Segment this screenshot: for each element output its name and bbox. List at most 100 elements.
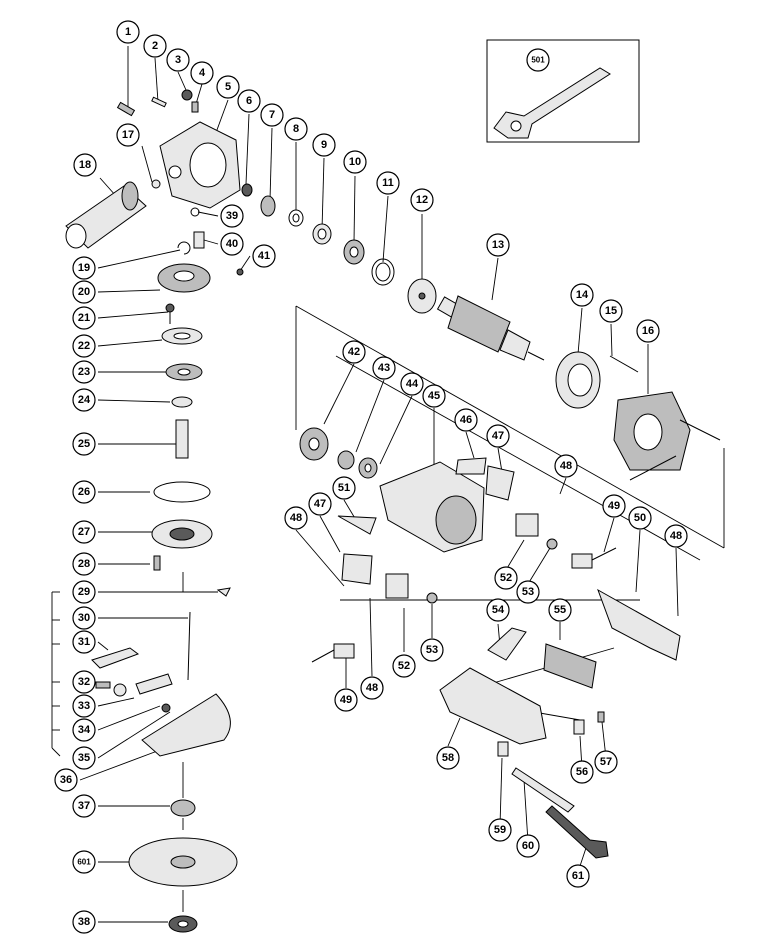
callout-c45: 45 xyxy=(422,384,446,408)
callout-label: 14 xyxy=(576,289,589,301)
callout-label: 60 xyxy=(522,840,534,852)
callout-circle xyxy=(72,794,96,818)
callout-circle xyxy=(548,598,572,622)
callout-circle xyxy=(220,204,244,228)
callout-c9: 9 xyxy=(312,133,336,157)
callout-circle xyxy=(72,552,96,576)
callout-circle xyxy=(422,384,446,408)
callout-circle xyxy=(486,598,510,622)
callout-label: 13 xyxy=(492,239,504,251)
callout-c41: 41 xyxy=(252,244,276,268)
cord-part-61 xyxy=(545,805,609,859)
callout-circle xyxy=(342,340,366,364)
callout-label: 48 xyxy=(670,530,682,542)
callout-label: 25 xyxy=(78,438,90,450)
callout-c47b: 47 xyxy=(308,492,332,516)
callout-label: 48 xyxy=(290,512,302,524)
callout-c53b: 53 xyxy=(420,638,444,662)
callout-label: 44 xyxy=(406,378,419,390)
callout-c60: 60 xyxy=(516,834,540,858)
callout-c17: 17 xyxy=(116,123,140,147)
callout-label: 58 xyxy=(442,752,454,764)
callout-label: 35 xyxy=(78,752,90,764)
callout-label: 53 xyxy=(426,644,438,656)
callout-label: 61 xyxy=(572,870,584,882)
callout-circle xyxy=(400,372,424,396)
callout-circle xyxy=(220,232,244,256)
callout-label: 47 xyxy=(314,498,326,510)
callout-circle xyxy=(570,283,594,307)
callout-c52b: 52 xyxy=(392,654,416,678)
callout-c1: 1 xyxy=(116,20,140,44)
switch-part-55 xyxy=(543,643,597,689)
callout-circle xyxy=(72,910,96,934)
callout-c601: 601 xyxy=(72,850,96,874)
callout-circle xyxy=(72,630,96,654)
lever-part-54 xyxy=(487,627,527,661)
callout-circle xyxy=(116,123,140,147)
callout-c10: 10 xyxy=(343,150,367,174)
callout-circle xyxy=(376,171,400,195)
armature-part-13 xyxy=(436,295,545,361)
cover-part-47 xyxy=(485,465,515,501)
callout-label: 18 xyxy=(79,159,91,171)
callout-label: 56 xyxy=(576,766,588,778)
callout-circle xyxy=(410,188,434,212)
callout-label: 17 xyxy=(122,129,134,141)
o-ring-part-39 xyxy=(190,207,200,217)
callout-circle xyxy=(237,89,261,113)
callout-label: 54 xyxy=(492,604,505,616)
callout-label: 12 xyxy=(416,194,428,206)
callout-c50: 50 xyxy=(628,506,652,530)
callout-circle xyxy=(372,356,396,380)
callout-label: 27 xyxy=(78,526,90,538)
spring-part-53-lower xyxy=(426,592,438,604)
callout-c19: 19 xyxy=(72,256,96,280)
callout-circle xyxy=(143,34,167,58)
callout-circle xyxy=(284,117,308,141)
callout-c18: 18 xyxy=(73,153,97,177)
nut-part-6 xyxy=(241,183,253,197)
callout-circle xyxy=(72,388,96,412)
callout-label: 24 xyxy=(78,394,91,406)
callout-c4: 4 xyxy=(190,61,214,85)
callout-c48c: 48 xyxy=(284,506,308,530)
callout-circle xyxy=(312,133,336,157)
callout-circle xyxy=(602,494,626,518)
callout-c6: 6 xyxy=(237,89,261,113)
callout-circle xyxy=(260,103,284,127)
callout-c34: 34 xyxy=(72,718,96,742)
leader-lines xyxy=(51,46,725,923)
callout-circle xyxy=(664,524,688,548)
callout-label: 37 xyxy=(78,800,90,812)
callout-circle xyxy=(392,654,416,678)
callout-label: 36 xyxy=(60,774,72,786)
callout-circle xyxy=(420,638,444,662)
callout-c53a: 53 xyxy=(516,580,540,604)
handle-cover-part-50 xyxy=(597,588,681,661)
callout-circle xyxy=(72,580,96,604)
cover-part-47-lower xyxy=(341,553,373,585)
callout-label: 11 xyxy=(382,177,394,189)
callout-label: 51 xyxy=(338,482,350,494)
callout-c36: 36 xyxy=(54,768,78,792)
cord-clip-part-56 xyxy=(573,719,585,735)
callout-label: 31 xyxy=(78,636,90,648)
callout-circle xyxy=(72,670,96,694)
callout-label: 52 xyxy=(500,572,512,584)
wheel-washer-part-37 xyxy=(170,799,196,817)
callout-label: 20 xyxy=(78,286,90,298)
callout-label: 23 xyxy=(78,366,90,378)
callout-c55: 55 xyxy=(548,598,572,622)
callout-c35: 35 xyxy=(72,746,96,770)
callout-circle xyxy=(284,506,308,530)
parts xyxy=(65,39,721,933)
screw-part-57 xyxy=(597,711,605,723)
gasket-part-26 xyxy=(153,481,211,503)
callout-circle xyxy=(526,48,550,72)
callout-circle xyxy=(72,694,96,718)
callout-circle xyxy=(599,299,623,323)
callout-circle xyxy=(72,850,96,874)
callout-label: 9 xyxy=(321,139,327,151)
callout-label: 33 xyxy=(78,700,90,712)
